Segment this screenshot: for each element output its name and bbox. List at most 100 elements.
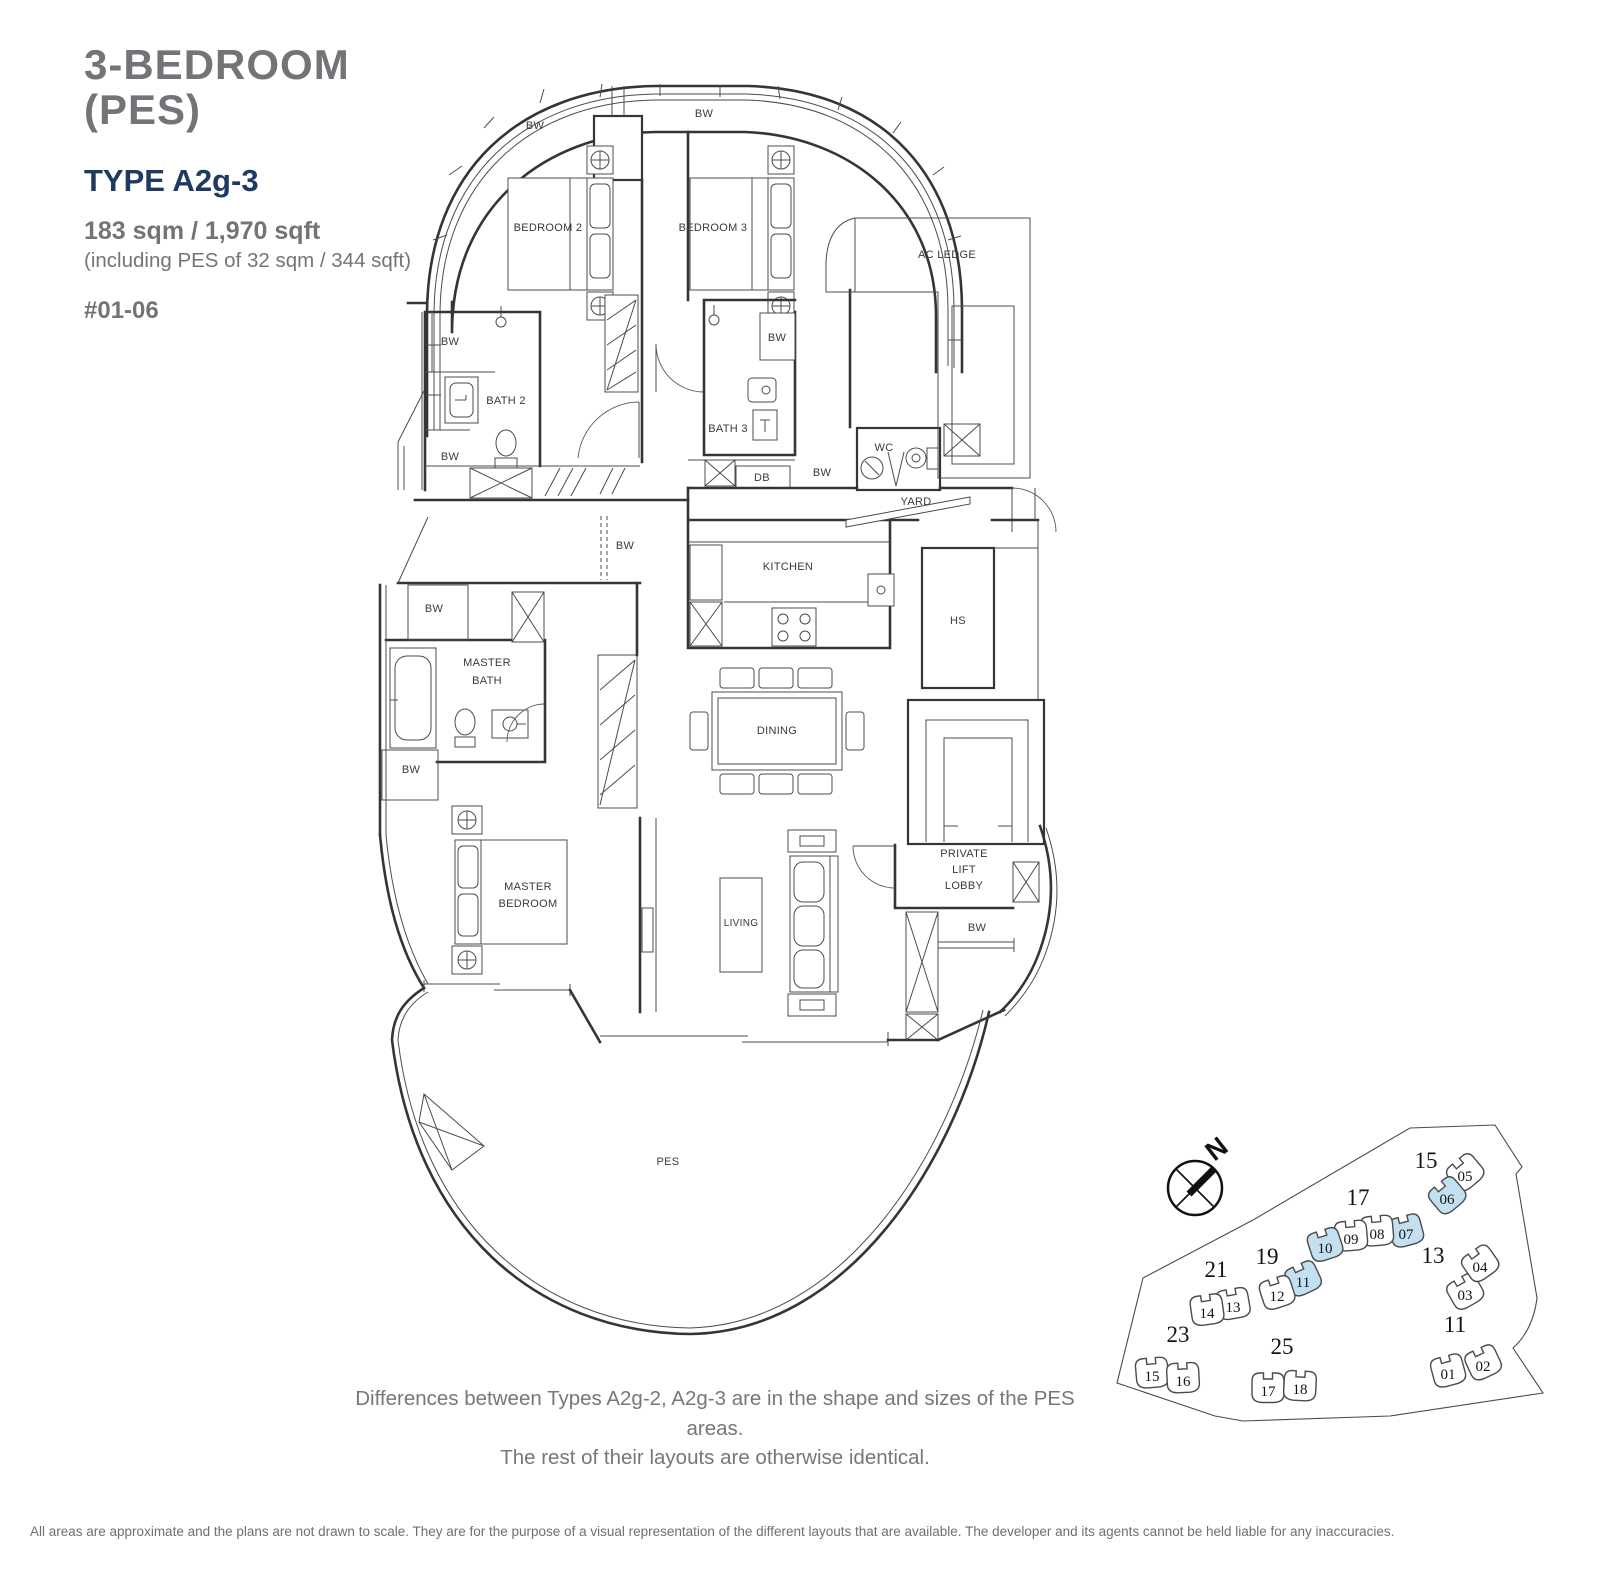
label-bw-bath2-lower: BW <box>441 451 460 463</box>
site-unit-10: 10 <box>1304 1225 1346 1265</box>
svg-text:10: 10 <box>1318 1241 1333 1257</box>
label-master-bath-2: BATH <box>472 675 502 687</box>
label-bw-lobby: BW <box>968 922 987 934</box>
bedroom2-furniture <box>507 145 644 464</box>
unit-number: #01-06 <box>84 296 159 324</box>
svg-text:05: 05 <box>1458 1169 1473 1185</box>
label-bath3: BATH 3 <box>708 423 748 435</box>
floor-plan: BW BW AC LEDGE BEDROOM 2 BEDROOM 3 BW BA… <box>378 83 1058 1336</box>
site-unit-16: 16 <box>1165 1361 1201 1395</box>
block-23: 23 <box>1167 1322 1190 1347</box>
site-unit-06: 06 <box>1425 1173 1470 1218</box>
unit-type: TYPE A2g-3 <box>84 162 259 198</box>
block-13: 13 <box>1422 1243 1445 1268</box>
title-line2: (PES) <box>84 86 202 134</box>
site-unit-01: 01 <box>1428 1351 1469 1390</box>
label-bw-corridor: BW <box>616 540 635 552</box>
site-unit-04: 04 <box>1458 1241 1503 1286</box>
dining-set <box>689 667 865 795</box>
label-bedroom2: BEDROOM 2 <box>514 222 583 234</box>
bath3-room <box>702 298 797 457</box>
svg-text:01: 01 <box>1441 1367 1456 1383</box>
master-bath-room <box>378 583 547 837</box>
site-unit-05: 05 <box>1443 1150 1488 1195</box>
svg-text:09: 09 <box>1344 1232 1359 1248</box>
label-master-bedroom-2: BEDROOM <box>499 898 558 910</box>
label-lobby-3: LOBBY <box>945 880 984 892</box>
site-unit-11: 11 <box>1281 1257 1325 1300</box>
site-unit-08: 08 <box>1359 1213 1395 1248</box>
ac-ledge-outline <box>825 217 1031 479</box>
label-db: DB <box>754 472 770 484</box>
site-unit-18: 18 <box>1282 1369 1318 1403</box>
svg-text:15: 15 <box>1145 1369 1160 1385</box>
north-label: N <box>1200 1131 1234 1167</box>
arch-walls <box>397 83 964 490</box>
master-bedroom-furniture <box>378 581 639 1044</box>
site-unit-12: 12 <box>1256 1273 1298 1313</box>
label-master-bath-1: MASTER <box>463 657 511 669</box>
label-ac-ledge: AC LEDGE <box>918 249 976 261</box>
block-21: 21 <box>1205 1257 1228 1282</box>
unit-area: 183 sqm / 1,970 sqft <box>84 216 321 245</box>
label-bw-bath3: BW <box>768 332 787 344</box>
label-bw-bath2-upper: BW <box>441 336 460 348</box>
floor-plan-labels: BW BW AC LEDGE BEDROOM 2 BEDROOM 3 BW BA… <box>402 108 988 1168</box>
label-lobby-2: LIFT <box>952 864 976 876</box>
site-unit-17: 17 <box>1251 1372 1285 1404</box>
label-wc: WC <box>875 442 894 454</box>
label-living: LIVING <box>724 918 759 929</box>
title-line1: 3-BEDROOM <box>84 41 350 88</box>
lift-lobby <box>852 824 1058 1041</box>
block-19: 19 <box>1256 1244 1279 1269</box>
site-unit-03: 03 <box>1443 1270 1488 1314</box>
svg-text:12: 12 <box>1270 1289 1285 1305</box>
block-15: 15 <box>1415 1148 1438 1173</box>
block-17: 17 <box>1347 1185 1370 1210</box>
label-hs: HS <box>950 615 966 627</box>
svg-text:07: 07 <box>1399 1227 1415 1243</box>
site-boundary <box>1116 1124 1544 1422</box>
svg-text:04: 04 <box>1473 1260 1489 1276</box>
label-bw-masterbath-top: BW <box>425 603 444 615</box>
label-kitchen: KITCHEN <box>763 561 813 573</box>
svg-text:11: 11 <box>1296 1275 1310 1291</box>
svg-text:18: 18 <box>1293 1382 1308 1398</box>
header-block: 3-BEDROOM (PES) TYPE A2g-3 183 sqm / 1,9… <box>84 42 411 325</box>
pes-terrace <box>390 986 991 1336</box>
svg-text:06: 06 <box>1440 1192 1456 1208</box>
block-11: 11 <box>1444 1312 1466 1337</box>
site-unit-15: 15 <box>1134 1355 1170 1390</box>
label-dining: DINING <box>757 725 797 737</box>
svg-text:08: 08 <box>1370 1227 1385 1243</box>
bath2-room <box>406 301 542 492</box>
svg-text:17: 17 <box>1261 1384 1277 1400</box>
site-plan: N 15 17 19 21 13 11 23 25 05 06 07 08 09… <box>1116 1124 1544 1422</box>
kitchen-room <box>686 486 1040 650</box>
north-compass: N <box>1166 1131 1234 1217</box>
corridor-robe <box>396 465 690 585</box>
label-yard: YARD <box>901 496 932 508</box>
block-25: 25 <box>1271 1334 1294 1359</box>
bedroom3-furniture <box>655 130 852 429</box>
label-bw-arch-right: BW <box>695 108 714 120</box>
site-unit-09: 09 <box>1333 1218 1369 1253</box>
difference-note-line2: The rest of their layouts are otherwise … <box>500 1446 930 1470</box>
label-master-bedroom-1: MASTER <box>504 881 552 893</box>
label-bw-service: BW <box>813 467 832 479</box>
living-room <box>600 816 1006 1046</box>
site-unit-14: 14 <box>1188 1292 1226 1328</box>
svg-text:13: 13 <box>1226 1300 1241 1316</box>
label-lobby-1: PRIVATE <box>940 848 988 860</box>
svg-text:14: 14 <box>1200 1306 1216 1322</box>
service-strip <box>686 423 1057 533</box>
site-unit-02: 02 <box>1461 1341 1505 1384</box>
svg-text:02: 02 <box>1476 1359 1491 1375</box>
site-unit-13: 13 <box>1214 1285 1253 1322</box>
label-bedroom3: BEDROOM 3 <box>679 222 748 234</box>
label-bw-arch-left: BW <box>526 120 545 132</box>
label-bw-masterbath-low: BW <box>402 764 421 776</box>
svg-text:16: 16 <box>1176 1374 1192 1390</box>
label-bath2: BATH 2 <box>486 395 526 407</box>
